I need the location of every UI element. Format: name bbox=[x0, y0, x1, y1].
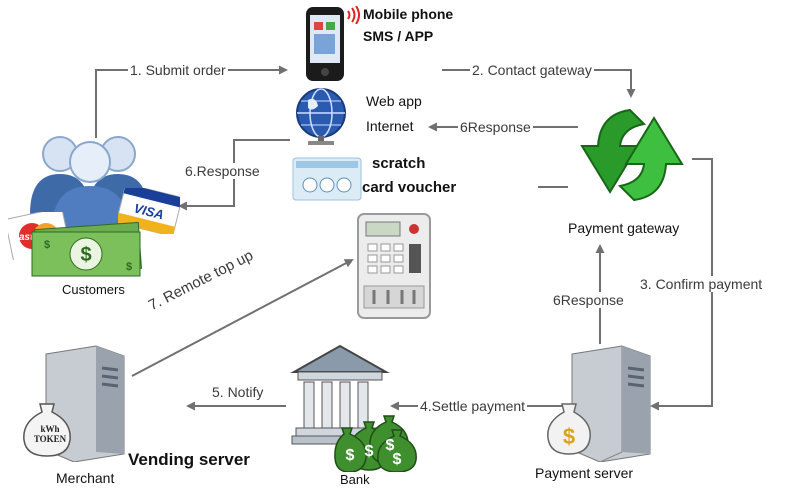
visa-logo-text: VISA bbox=[132, 201, 165, 223]
scratch-label-line2: card voucher bbox=[362, 179, 457, 196]
vending-server-title: Vending server bbox=[128, 450, 250, 469]
cash-icon: $ $ $ bbox=[30, 221, 148, 280]
mobile-label-line1: Mobile phone bbox=[363, 6, 454, 22]
response-customers-label: 6.Response bbox=[183, 163, 262, 179]
svg-text:$: $ bbox=[393, 451, 402, 468]
money-bags-icon: $$$$ bbox=[334, 410, 420, 473]
globe-icon bbox=[294, 86, 348, 146]
svg-text:$: $ bbox=[563, 424, 575, 449]
scratch-card-icon bbox=[292, 157, 362, 201]
token-bag-icon bbox=[22, 400, 72, 458]
submit-order-label: 1. Submit order bbox=[128, 62, 228, 78]
customers-label: Customers bbox=[62, 282, 125, 297]
remote-top-up-arrow bbox=[131, 259, 354, 377]
svg-text:$: $ bbox=[365, 443, 374, 460]
svg-text:$: $ bbox=[80, 244, 91, 266]
payment-gateway-icon bbox=[572, 96, 692, 214]
contact-gateway-label: 2. Contact gateway bbox=[470, 62, 594, 78]
response-server-label: 6Response bbox=[551, 292, 626, 308]
payment-server-money-bag-icon: $ bbox=[546, 400, 592, 456]
settle-payment-label: 4.Settle payment bbox=[418, 398, 528, 414]
wireless-signal-icon bbox=[345, 5, 361, 25]
notify-label: 5. Notify bbox=[212, 384, 264, 400]
electricity-meter-icon bbox=[354, 212, 434, 320]
scratch-label-line1: scratch bbox=[372, 155, 426, 172]
payment-server-label: Payment server bbox=[535, 465, 634, 481]
mobile-phone-icon bbox=[304, 6, 346, 82]
svg-text:$: $ bbox=[346, 447, 355, 464]
confirm-payment-label: 3. Confirm payment bbox=[638, 276, 765, 292]
payment-gateway-label: Payment gateway bbox=[568, 220, 680, 236]
token-bag-text: kWh TOKEN bbox=[33, 424, 67, 444]
web-label-line1: Web app bbox=[366, 93, 422, 109]
svg-text:$: $ bbox=[386, 437, 395, 454]
payment-server-icon bbox=[566, 344, 652, 463]
bank-label: Bank bbox=[340, 472, 370, 487]
mobile-label-line2: SMS / APP bbox=[363, 28, 434, 44]
svg-text:$: $ bbox=[44, 239, 50, 251]
web-label-line2: Internet bbox=[366, 118, 414, 134]
merchant-label: Merchant bbox=[56, 470, 115, 486]
svg-text:$: $ bbox=[126, 261, 132, 273]
response-gateway-label: 6Response bbox=[458, 119, 533, 135]
